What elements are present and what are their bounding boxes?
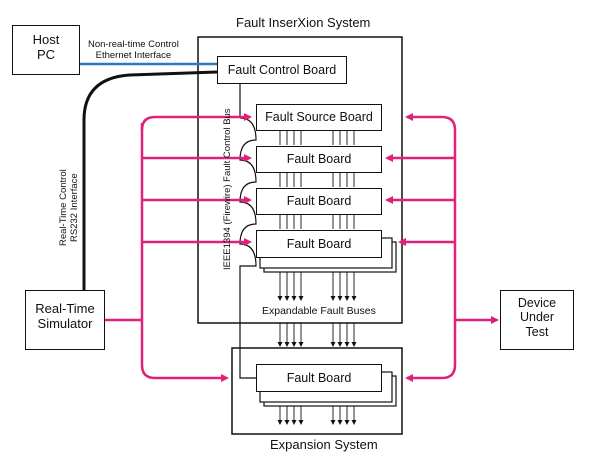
device-under-test-box: Device Under Test (500, 290, 574, 350)
fault-control-board: Fault Control Board (217, 56, 347, 84)
bus-loop (239, 117, 257, 379)
simulator-fault-links (100, 113, 252, 382)
fault-board: Fault Board (256, 188, 382, 215)
fault-board: Fault Board (256, 146, 382, 173)
expansion-fault-board: Fault Board (256, 364, 382, 392)
fault-source-board: Fault Source Board (256, 104, 382, 131)
expansion-system-box (231, 347, 403, 435)
rs232-interface-label: Real-Time Control RS232 Interface (58, 169, 80, 246)
fault-system-title: Fault InserXion System (236, 15, 371, 30)
fault-board: Fault Board (256, 230, 382, 258)
host-pc-label: Host PC (32, 32, 60, 62)
rs232-line (82, 70, 218, 290)
dut-fault-links (385, 113, 499, 382)
real-time-simulator-box: Real-Time Simulator (25, 290, 105, 350)
expandable-bus-arrows (277, 272, 357, 425)
expandable-buses-label: Expandable Fault Buses (262, 305, 376, 317)
fault-system-box (197, 36, 403, 324)
fault-bus-ticks (279, 131, 355, 229)
firewire-bus-label: IEEE1394 (Firewire) Fault Control Bus (222, 108, 233, 270)
ethernet-interface-label: Non-real-time Control Ethernet Interface (88, 39, 179, 61)
host-pc-box: Host PC (12, 25, 80, 75)
expansion-system-title: Expansion System (270, 437, 378, 452)
